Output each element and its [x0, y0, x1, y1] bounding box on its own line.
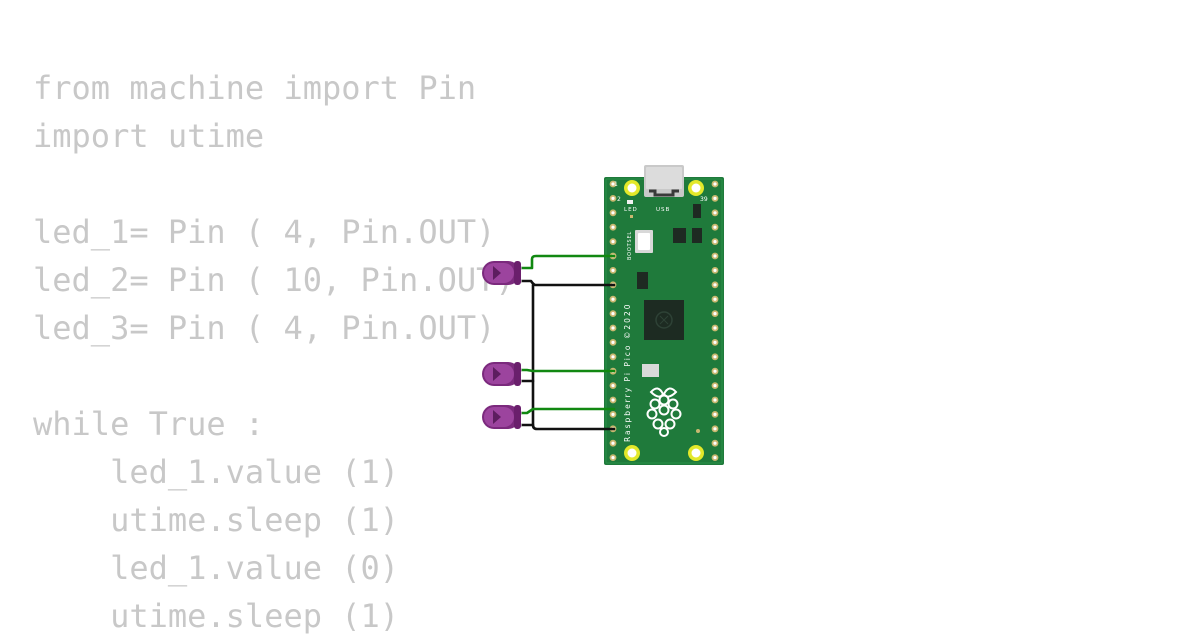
pin-hole-right-10 — [713, 312, 717, 316]
wires[interactable] — [520, 254, 616, 431]
pin-39-label: 39 — [700, 196, 708, 203]
pin-hole-right-15 — [713, 384, 717, 388]
onboard-led — [627, 200, 633, 204]
led-label: LED — [624, 207, 638, 213]
pin-hole-left-12 — [611, 340, 615, 344]
pin-hole-left-3 — [611, 211, 615, 215]
code-line-4: led_1= Pin ( 4, Pin.OUT) — [33, 213, 496, 251]
code-line-12: utime.sleep (1) — [33, 597, 400, 635]
pin-hole-right-14 — [713, 369, 717, 373]
pin-hole-right-3 — [713, 211, 717, 215]
pin-hole-left-16 — [611, 398, 615, 402]
wire-led-1-ground[interactable] — [520, 279, 616, 287]
bootsel-button[interactable] — [635, 230, 653, 253]
pin-hole-right-13 — [713, 355, 717, 359]
crystal-component — [642, 364, 659, 377]
pin-2-label: 2 — [617, 196, 621, 203]
led-3[interactable] — [482, 405, 523, 429]
wire-led-2-signal[interactable] — [520, 368, 616, 373]
pin-hole-left-15 — [611, 384, 615, 388]
flash-chip — [637, 272, 648, 289]
pin-hole-right-20 — [713, 456, 717, 460]
mounting-hole-bottom-right — [688, 445, 704, 461]
smd-chip-c — [693, 204, 701, 218]
code-line-9: led_1.value (1) — [33, 453, 400, 491]
mounting-hole-top-right — [688, 180, 704, 196]
wire-ground-rail[interactable] — [531, 283, 616, 431]
smd-component — [630, 215, 633, 218]
usb-label: USB — [656, 207, 670, 213]
rp2040-chip — [644, 300, 684, 340]
pin-hole-right-8 — [713, 283, 717, 287]
code-line-10: utime.sleep (1) — [33, 501, 400, 539]
pin-hole-left-4 — [611, 225, 615, 229]
bootsel-label: BOOTSEL — [627, 231, 633, 260]
code-line-1: from machine import Pin — [33, 69, 477, 107]
wire-led-3-signal[interactable] — [520, 407, 616, 415]
pin-1-label: 1 — [614, 181, 618, 188]
pin-hole-left-17 — [611, 412, 615, 416]
pin-hole-left-1 — [611, 182, 615, 186]
usb-connector — [644, 165, 684, 197]
pin-hole-left-5 — [611, 240, 615, 244]
mounting-hole-top-left — [624, 180, 640, 196]
led-1[interactable] — [482, 261, 523, 285]
pin-hole-right-12 — [713, 340, 717, 344]
pin-hole-left-11 — [611, 326, 615, 330]
code-line-6: led_3= Pin ( 4, Pin.OUT) — [33, 309, 496, 347]
right-pin-header — [711, 180, 719, 461]
pin-hole-right-5 — [713, 240, 717, 244]
pin-hole-left-20 — [611, 456, 615, 460]
pin-hole-right-6 — [713, 254, 717, 258]
code-line-2: import utime — [33, 117, 265, 155]
pin-hole-right-18 — [713, 427, 717, 431]
pin-hole-right-19 — [713, 441, 717, 445]
pin-hole-right-9 — [713, 297, 717, 301]
smd-chip-b — [692, 228, 702, 243]
code-line-8: while True : — [33, 405, 265, 443]
pin-hole-left-19 — [611, 441, 615, 445]
pin-hole-left-9 — [611, 297, 615, 301]
mounting-hole-bottom-left — [624, 445, 640, 461]
pin-hole-right-1 — [713, 182, 717, 186]
pin-hole-left-2 — [611, 196, 615, 200]
led-2[interactable] — [482, 362, 523, 386]
code-line-11: led_1.value (0) — [33, 549, 400, 587]
pin-hole-left-7 — [611, 268, 615, 272]
pin-hole-left-10 — [611, 312, 615, 316]
pin-hole-right-17 — [713, 412, 717, 416]
pin-hole-right-11 — [713, 326, 717, 330]
test-point — [696, 429, 700, 433]
board-name-label: Raspberry Pi Pico ©2020 — [623, 303, 632, 443]
code-editor[interactable]: from machine import Pin import utime led_1… — [33, 64, 515, 640]
pin-hole-right-7 — [713, 268, 717, 272]
pin-hole-right-2 — [713, 196, 717, 200]
smd-chip-a — [673, 228, 686, 243]
raspberry-pi-logo-icon — [646, 387, 682, 437]
pin-hole-right-4 — [713, 225, 717, 229]
pin-hole-right-16 — [713, 398, 717, 402]
pin-hole-left-13 — [611, 355, 615, 359]
wire-led-1-signal[interactable] — [520, 254, 616, 270]
pico-board[interactable]: 1 2 39 LED USB BOOTSEL Raspberry Pi Pico… — [604, 165, 724, 465]
